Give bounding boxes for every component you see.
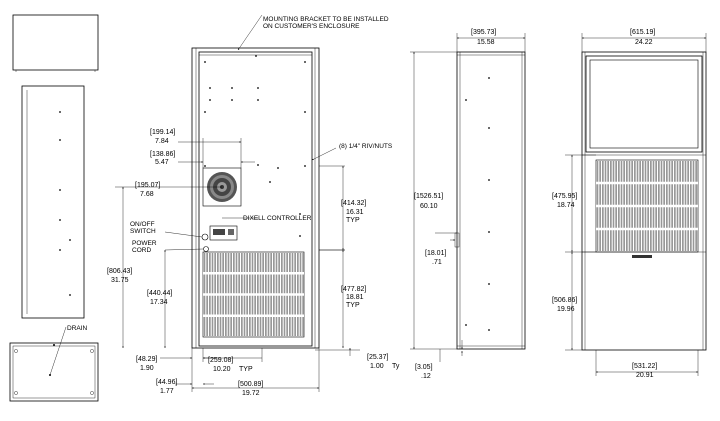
dixell-controller — [209, 225, 238, 241]
mounting-holes — [204, 55, 306, 237]
dim-18-in: .71 — [432, 259, 442, 266]
switch-label-line2: SWITCH — [130, 228, 156, 235]
dim-138-in: 5.47 — [155, 159, 169, 166]
bottom-view: DRAIN — [9, 325, 99, 402]
dim-531-in: 20.91 — [636, 372, 654, 379]
dim-806-mm: [806.43] — [107, 268, 132, 275]
dim-500-in: 19.72 — [242, 390, 260, 397]
dim-259-typ: TYP — [239, 366, 253, 373]
dim-48-mm: [48.29] — [136, 356, 157, 363]
dim-414-in: 16.31 — [346, 209, 364, 216]
dim-477-mm: [477.82] — [341, 286, 366, 293]
dim-199-in: 7.84 — [155, 138, 169, 145]
dim-414-typ: TYP — [346, 217, 360, 224]
power-label-line1: POWER — [132, 240, 157, 247]
dim-475-in: 18.74 — [557, 202, 575, 209]
power-label-line2: CORD — [132, 247, 151, 254]
dim-18-mm: [18.01] — [425, 250, 446, 257]
dim-395-in: 15.58 — [477, 39, 495, 46]
dim-806-in: 31.75 — [111, 277, 129, 284]
dim-1526-mm: [1526.51] — [414, 193, 443, 200]
dim-259-in: 10.20 — [213, 366, 231, 373]
dim-195-in: 7.68 — [140, 191, 154, 198]
rear-upper-grille — [595, 159, 699, 253]
mounting-note-line1: MOUNTING BRACKET TO BE INSTALLED — [263, 16, 389, 23]
dim-25-in: 1.00 — [370, 363, 384, 370]
dim-440-mm: [440.44] — [147, 290, 172, 297]
dim-259-mm: [259.08] — [208, 357, 233, 364]
on-off-switch — [201, 233, 209, 241]
dim-500-mm: [500.89] — [238, 381, 263, 388]
top-view — [12, 14, 99, 72]
dim-506-in: 19.96 — [557, 306, 575, 313]
dim-615-in: 24.22 — [635, 39, 653, 46]
dim-1526-in: 60.10 — [420, 203, 438, 210]
dim-44-in: 1.77 — [160, 388, 174, 395]
side-view-annotations: [395.73] 15.58 [1526.51] 60.10 [18.01] .… — [410, 29, 526, 380]
dim-3-mm: [3.05] — [415, 364, 433, 371]
dim-506-mm: [506.86] — [552, 297, 577, 304]
dim-199-mm: [199.14] — [150, 129, 175, 136]
dim-195-mm: [195.07] — [135, 182, 160, 189]
power-cord-port — [203, 246, 209, 252]
controller-label: DIXELL CONTROLLER — [243, 215, 312, 222]
dim-440-in: 17.34 — [150, 299, 168, 306]
drain-label: DRAIN — [67, 325, 88, 332]
rear-view-annotations: [615.19] 24.22 [475.95] 18.74 [506.86] 1… — [552, 29, 707, 379]
dim-477-in: 18.81 — [346, 294, 364, 301]
rear-view — [581, 51, 707, 351]
dim-3-in: .12 — [421, 373, 431, 380]
dim-48-in: 1.90 — [140, 365, 154, 372]
switch-label-line1: ON/OFF — [130, 221, 155, 228]
front-view — [191, 47, 320, 349]
dim-395-mm: [395.73] — [471, 29, 496, 36]
dim-25-ty: Ty — [392, 363, 400, 370]
front-grille — [202, 251, 305, 338]
rivnuts-note: (8) 1/4" RIV/NUTS — [339, 143, 393, 150]
side-view-small — [21, 85, 85, 319]
dim-477-typ: TYP — [346, 302, 360, 309]
front-view-annotations: MOUNTING BRACKET TO BE INSTALLED ON CUST… — [107, 14, 400, 397]
mounting-note-line2: ON CUSTOMER'S ENCLOSURE — [263, 23, 360, 30]
dim-25-mm: [25.37] — [367, 354, 388, 361]
dim-475-mm: [475.95] — [552, 193, 577, 200]
dim-615-mm: [615.19] — [630, 29, 655, 36]
dim-44-mm: [44.96] — [156, 379, 177, 386]
dim-138-mm: [138.86] — [150, 151, 175, 158]
dim-414-mm: [414.32] — [341, 200, 366, 207]
side-view — [454, 51, 526, 350]
dim-531-mm: [531.22] — [632, 363, 657, 370]
